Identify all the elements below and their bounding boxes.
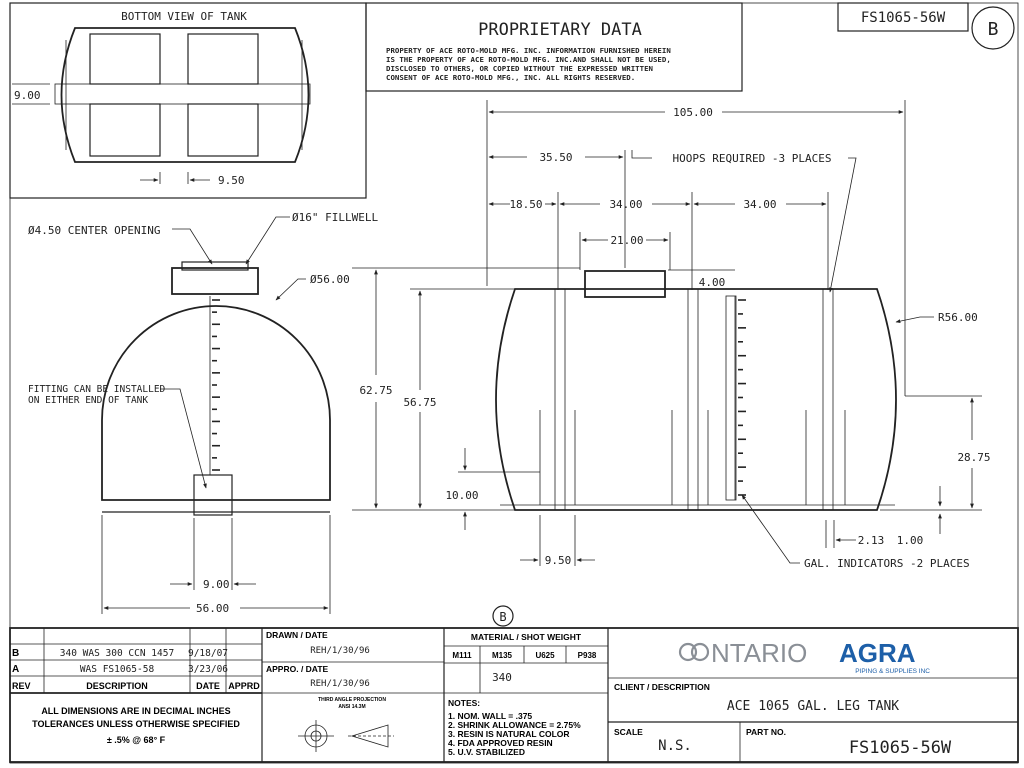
bottom-dim-width: 9.50 [218, 174, 245, 187]
scale-label: SCALE [614, 727, 643, 737]
dim-18-50: 18.50 [509, 198, 542, 211]
rev-row-0-rev: B [12, 648, 19, 659]
note-4: 4. FDA APPROVED RESIN [448, 738, 553, 748]
radius-label: R56.00 [938, 311, 978, 324]
revision-letter: B [988, 19, 999, 40]
diameter-label: Ø56.00 [310, 273, 350, 286]
note-3: 3. RESIN IS NATURAL COLOR [448, 729, 570, 739]
dim-10: 10.00 [445, 489, 478, 502]
side-view: 105.00 35.50 HOOPS REQUIRED -3 PLACES 18… [352, 100, 991, 570]
part-tag-number: FS1065-56W [861, 10, 946, 26]
dim-1: 1.00 [897, 534, 924, 547]
dim-34-a: 34.00 [609, 198, 642, 211]
rev-row-0-desc: 340 WAS 300 CCN 1457 [60, 648, 174, 659]
proprietary-line-1: PROPERTY OF ACE ROTO-MOLD MFG. INC. INFO… [386, 46, 671, 55]
dim-34-b: 34.00 [743, 198, 776, 211]
rev-row-1-desc: WAS FS1065-58 [80, 664, 155, 675]
rev-row-1-rev: A [12, 664, 19, 675]
dim-4: 4.00 [699, 276, 726, 289]
rev-row-1-date: 3/23/06 [188, 664, 228, 675]
dim-28-75: 28.75 [957, 451, 990, 464]
tolerance-line-1: ALL DIMENSIONS ARE IN DECIMAL INCHES [41, 706, 230, 716]
end-dim-leg: 9.00 [203, 578, 230, 591]
hoops-label: HOOPS REQUIRED -3 PLACES [673, 152, 832, 165]
material-label: MATERIAL / SHOT WEIGHT [471, 632, 582, 642]
client-label: CLIENT / DESCRIPTION [614, 682, 710, 692]
end-dim-width: 56.00 [196, 602, 229, 615]
appro-value: REH/1/30/96 [310, 679, 370, 689]
bottom-dim-height: 9.00 [14, 89, 41, 102]
projection-sub: ANSI 14.3M [338, 704, 365, 710]
fitting-note-1: FITTING CAN BE INSTALLED [28, 384, 166, 395]
drawn-value: REH/1/30/96 [310, 646, 370, 656]
gal-indicators-label: GAL. INDICATORS -2 PLACES [804, 557, 970, 570]
tolerance-line-3: ± .5% @ 68° F [107, 735, 166, 745]
fitting-note-2: ON EITHER END OF TANK [28, 395, 148, 406]
logo-brand-light: NTARIO [711, 638, 807, 668]
logo-brand-bold: AGRA [839, 638, 916, 668]
material-3: P938 [578, 651, 597, 660]
bottom-view-title: BOTTOM VIEW OF TANK [121, 10, 247, 23]
part-tag: FS1065-56W B [837, 2, 1015, 50]
material-2: U625 [535, 651, 555, 660]
dim-62-75: 62.75 [359, 384, 392, 397]
revision-marker-letter: B [499, 610, 506, 624]
rev-header-appr: APPRD [228, 681, 260, 691]
dim-56-75: 56.75 [403, 396, 436, 409]
part-value: FS1065-56W [849, 738, 952, 758]
scale-value: N.S. [658, 738, 692, 754]
proprietary-line-3: DISCLOSED TO OTHERS, OR COPIED WITHOUT T… [386, 64, 654, 73]
rev-header-date: DATE [196, 681, 220, 691]
dim-35-50: 35.50 [539, 151, 572, 164]
fillwell-label: Ø16" FILLWELL [292, 211, 378, 224]
material-1: M135 [492, 651, 513, 660]
proprietary-line-2: IS THE PROPERTY OF ACE ROTO-MOLD MFG. IN… [386, 55, 671, 64]
gauge-ticks-right [738, 299, 746, 496]
rev-header-rev: REV [12, 681, 31, 691]
tolerance-line-2: TOLERANCES UNLESS OTHERWISE SPECIFIED [32, 719, 240, 729]
ontario-agra-logo: NTARIO AGRA PIPING & SUPPLIES INC [678, 638, 930, 675]
part-label: PART NO. [746, 727, 786, 737]
gauge-ticks-left [212, 299, 220, 471]
proprietary-title: PROPRIETARY DATA [478, 20, 642, 40]
material-0: M111 [452, 651, 472, 660]
projection-label: THIRD ANGLE PROJECTION [318, 697, 386, 703]
title-block: B 340 WAS 300 CCN 1457 9/18/07 A WAS FS1… [9, 627, 1019, 763]
dim-overall-length: 105.00 [673, 106, 713, 119]
note-2: 2. SHRINK ALLOWANCE = 2.75% [448, 720, 581, 730]
note-5: 5. U.V. STABILIZED [448, 747, 525, 757]
appro-label: APPRO. / DATE [266, 664, 329, 674]
dim-21: 21.00 [610, 234, 643, 247]
rev-header-desc: DESCRIPTION [86, 681, 148, 691]
client-value: ACE 1065 GAL. LEG TANK [727, 699, 899, 714]
logo-rings-icon [678, 642, 710, 662]
end-view: Ø4.50 CENTER OPENING Ø16" FILLWELL Ø56.0… [28, 211, 378, 615]
dim-9-50: 9.50 [545, 554, 572, 567]
drawn-label: DRAWN / DATE [266, 630, 328, 640]
logo-tagline: PIPING & SUPPLIES INC [855, 668, 930, 675]
proprietary-block: PROPRIETARY DATA PROPERTY OF ACE ROTO-MO… [365, 2, 743, 92]
shot-weight: 340 [492, 671, 512, 684]
notes-label: NOTES: [448, 698, 480, 708]
rev-row-0-date: 9/18/07 [188, 648, 228, 659]
bottom-view: BOTTOM VIEW OF TANK 9.00 9.50 [9, 2, 367, 199]
dim-2-13: 2.13 [858, 534, 885, 547]
revision-marker: B [492, 605, 514, 627]
proprietary-line-4: CONSENT OF ACE ROTO-MOLD MFG., INC. ALL … [386, 73, 635, 82]
center-opening-label: Ø4.50 CENTER OPENING [28, 224, 160, 237]
note-1: 1. NOM. WALL = .375 [448, 711, 532, 721]
projection-symbol-icon [298, 720, 394, 752]
